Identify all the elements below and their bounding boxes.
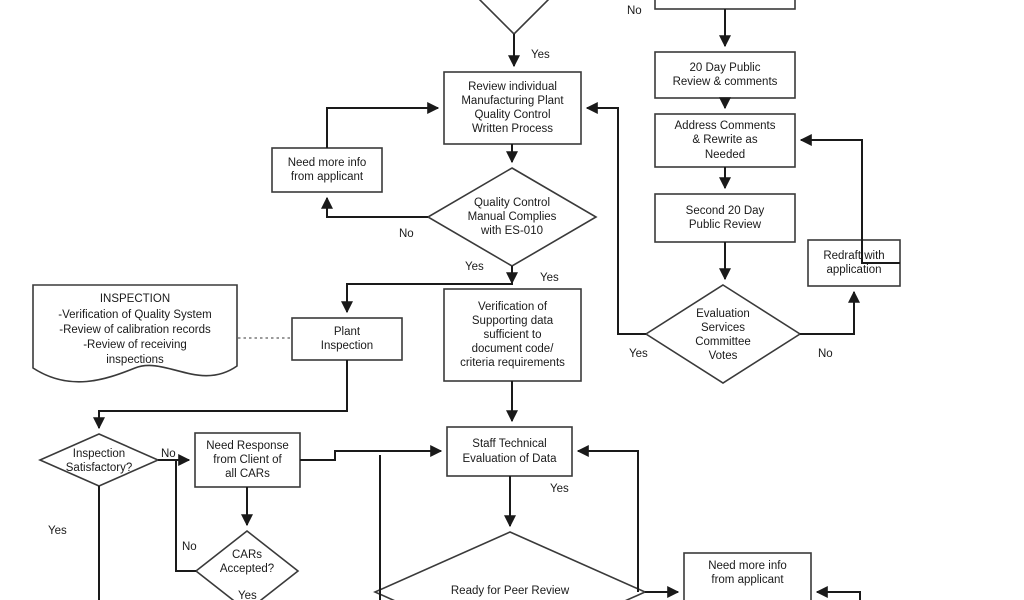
shape-staff-technical-evaluation	[446, 426, 573, 477]
shape-committee-votes	[644, 284, 802, 384]
shape-need-more-info-right	[683, 552, 812, 600]
shape-cars-accepted	[194, 529, 300, 600]
shape-top-right-box	[654, 0, 796, 10]
shape-twenty-day-public-review	[654, 51, 796, 99]
edge-peerreview-yes-to-staffeval	[576, 445, 639, 592]
edge-needinfo-to-review	[326, 102, 440, 148]
shape-second-twenty-day-review	[654, 193, 796, 243]
shape-inspection-satisfactory	[38, 433, 160, 487]
edge-committee-no-to-redraft	[800, 290, 860, 335]
edge-committee-yes-to-review	[585, 102, 646, 335]
shape-qc-manual-complies	[426, 167, 598, 267]
edge-needresponse-to-staffeval	[300, 445, 443, 461]
shape-need-more-info-left	[271, 147, 383, 193]
shape-review-individual-process	[443, 71, 582, 145]
edge-qcmanual-no-to-needinfo	[321, 196, 428, 218]
shape-address-comments	[654, 113, 796, 168]
edge-needinfo-right-loop	[815, 586, 861, 600]
edge-plantinspection-to-inspectionsat	[93, 360, 348, 430]
shape-evaluation-criteria-available	[478, 0, 550, 36]
edge-cars-no-loop	[175, 459, 196, 572]
shape-need-response-from-client	[194, 432, 301, 488]
shape-inspection-note	[32, 284, 238, 383]
shape-verification-supporting-data	[443, 288, 582, 382]
edge-redraft-to-address	[799, 134, 900, 264]
shape-plant-inspection	[291, 317, 403, 361]
shape-ready-for-peer-review	[373, 531, 647, 600]
